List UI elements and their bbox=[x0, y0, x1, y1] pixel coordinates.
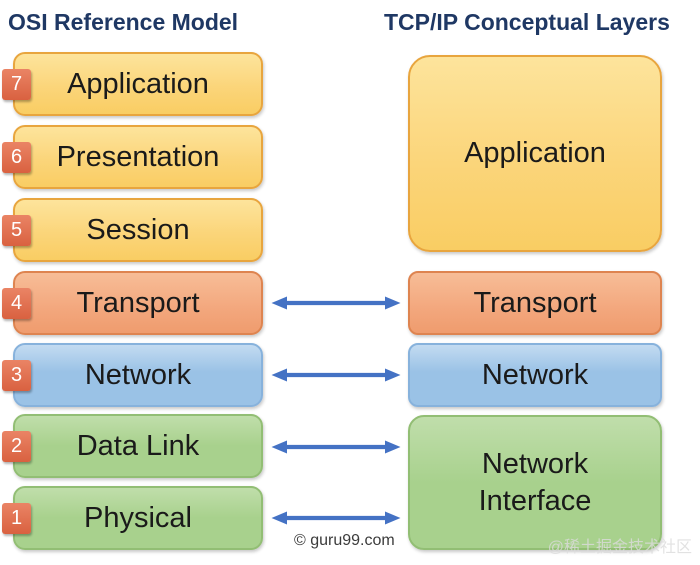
osi-layer-presentation-label: Presentation bbox=[56, 140, 220, 173]
tcpip-layer-network: Network bbox=[408, 343, 662, 407]
osi-layer-number-7: 7 bbox=[2, 69, 31, 100]
network-bidirectional-arrow bbox=[271, 366, 401, 384]
osi-layer-transport-label: Transport bbox=[76, 286, 200, 319]
tcpip-layer-transport: Transport bbox=[408, 271, 662, 335]
double-arrow-icon bbox=[271, 440, 401, 454]
tcpip-layer-transport-label: Transport bbox=[473, 286, 597, 319]
osi-layer-network: Network bbox=[13, 343, 263, 407]
osi-layer-datalink-label: Data Link bbox=[76, 429, 200, 462]
osi-layer-number-2: 2 bbox=[2, 431, 31, 462]
osi-layer-number-4: 4 bbox=[2, 288, 31, 319]
osi-layer-number-5: 5 bbox=[2, 215, 31, 246]
double-arrow-icon bbox=[271, 296, 401, 310]
watermark-juejin-community: @稀土掘金技术社区 bbox=[547, 539, 692, 556]
osi-layer-number-1: 1 bbox=[2, 503, 31, 534]
tcpip-network-interface-line2: Interface bbox=[478, 484, 592, 517]
tcpip-layer-network-interface: Network Interface bbox=[408, 415, 662, 550]
osi-layer-physical: Physical bbox=[13, 486, 263, 550]
tcpip-network-interface-line1: Network bbox=[481, 447, 589, 480]
double-arrow-icon bbox=[271, 368, 401, 382]
tcpip-layer-network-interface-label: Network Interface bbox=[479, 446, 592, 519]
tcpip-layer-network-label: Network bbox=[481, 358, 589, 391]
watermark-guru99: © guru99.com bbox=[294, 532, 395, 549]
osi-layer-network-label: Network bbox=[84, 358, 192, 391]
osi-layer-application-label: Application bbox=[67, 67, 209, 100]
datalink-bidirectional-arrow bbox=[271, 438, 401, 456]
osi-layer-number-6: 6 bbox=[2, 142, 31, 173]
tcpip-title: TCP/IP Conceptual Layers bbox=[384, 9, 670, 35]
double-arrow-icon bbox=[271, 511, 401, 525]
physical-bidirectional-arrow bbox=[271, 509, 401, 527]
tcpip-layer-application-label: Application bbox=[464, 137, 606, 170]
osi-layer-datalink: Data Link bbox=[13, 414, 263, 478]
osi-layer-presentation: Presentation bbox=[13, 125, 263, 189]
osi-layer-transport: Transport bbox=[13, 271, 263, 335]
osi-layer-physical-label: Physical bbox=[84, 501, 192, 534]
osi-layer-number-3: 3 bbox=[2, 360, 31, 391]
osi-layer-session: Session bbox=[13, 198, 263, 262]
tcpip-layer-application: Application bbox=[408, 55, 662, 252]
osi-title: OSI Reference Model bbox=[8, 9, 239, 35]
transport-bidirectional-arrow bbox=[271, 294, 401, 312]
osi-layer-session-label: Session bbox=[86, 213, 190, 246]
osi-layer-application: Application bbox=[13, 52, 263, 116]
